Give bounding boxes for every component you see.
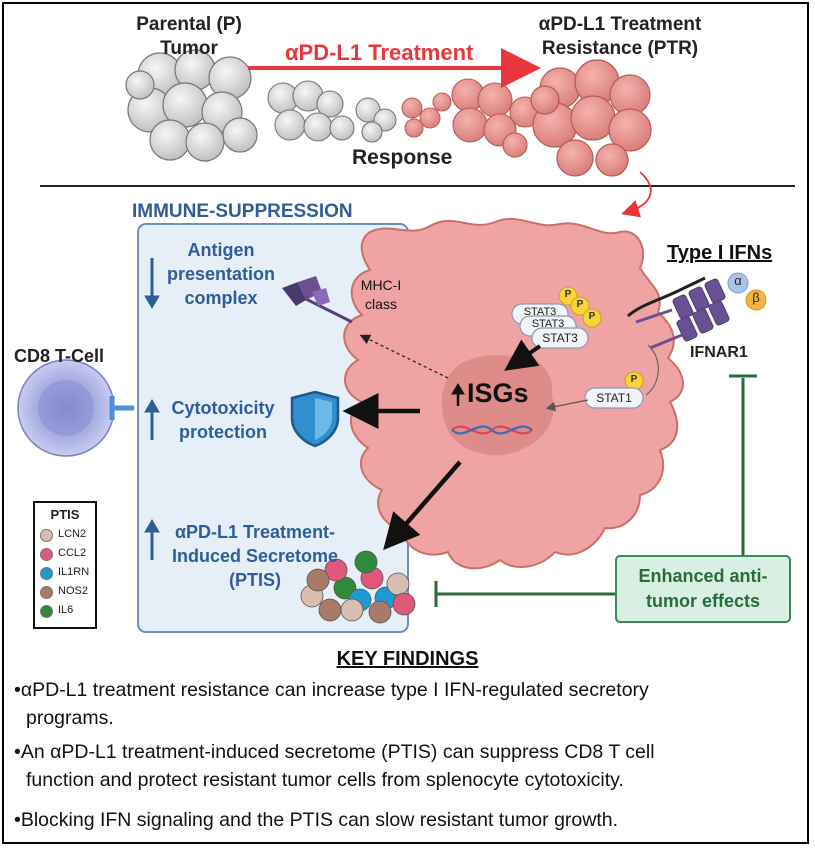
parental-tumor-cluster bbox=[125, 49, 258, 162]
response-label: Response bbox=[352, 146, 453, 169]
secretome-sphere-12 bbox=[354, 550, 378, 574]
cd8-inhibition-marker bbox=[109, 396, 134, 420]
secretome-sphere-11 bbox=[392, 592, 416, 616]
enhanced-effects-inhibition-lines bbox=[434, 374, 757, 607]
secretome-sphere-1 bbox=[318, 598, 342, 622]
secretome-sphere-9 bbox=[368, 600, 392, 624]
shrinking-mixed-cluster bbox=[401, 92, 452, 138]
stat3-label-2: STAT3 bbox=[531, 318, 565, 330]
up-arrow-cytotoxicity-icon bbox=[144, 399, 160, 440]
antigen-line1: Antigen bbox=[187, 240, 255, 260]
antigen-line3: complex bbox=[184, 288, 258, 308]
mhc-i-receptor-icon bbox=[282, 276, 353, 324]
responding-tumor-cluster bbox=[267, 80, 397, 143]
stat3-to-isg-arrow bbox=[504, 339, 542, 371]
isg-to-secretome-arrow bbox=[383, 460, 462, 551]
legend-swatch-ccl2 bbox=[40, 548, 53, 561]
isgs-label: ISGs bbox=[467, 378, 529, 408]
phospho-label-3: P bbox=[588, 311, 596, 322]
ifnar1-label: IFNAR1 bbox=[690, 344, 748, 361]
stat3-complex bbox=[511, 303, 589, 349]
curved-arrow bbox=[621, 171, 652, 218]
finding-2-line1: •An αPD-L1 treatment-induced secretome (… bbox=[14, 741, 655, 763]
antigen-line2: presentation bbox=[166, 264, 276, 284]
legend-label-ccl2: CCL2 bbox=[58, 547, 87, 559]
secretome-sphere-6 bbox=[386, 572, 410, 596]
legend-swatch-lcn2 bbox=[40, 529, 53, 542]
mhc-label-line1: MHC-I bbox=[360, 277, 402, 293]
phospho-label-4: P bbox=[630, 374, 638, 385]
panel-title: IMMUNE-SUPPRESSION bbox=[132, 201, 353, 222]
resistant-tumor-cluster-small bbox=[451, 78, 541, 158]
secretome-spheres bbox=[300, 550, 416, 624]
secretome-line1: αPD-L1 Treatment- bbox=[174, 522, 336, 542]
stat1-pill bbox=[584, 387, 644, 409]
phospho-markers bbox=[558, 286, 644, 391]
parental-label-line2: Tumor bbox=[160, 38, 218, 59]
alpha-label: α bbox=[734, 273, 742, 288]
stat1-label: STAT1 bbox=[596, 391, 632, 405]
ifn-beta-ligand bbox=[745, 289, 767, 311]
legend-label-il6: IL6 bbox=[58, 604, 74, 616]
secretome-line2: Induced Secretome bbox=[171, 546, 339, 566]
isg-to-mhc-dashed-arrow bbox=[359, 334, 449, 379]
cd8-label: CD8 T-Cell bbox=[14, 346, 105, 366]
legend-swatch-il1rn bbox=[40, 567, 53, 580]
type-i-ifns-title: Type I IFNs bbox=[667, 242, 773, 264]
stat1-to-isg-arrow bbox=[545, 399, 589, 412]
finding-3-line1: •Blocking IFN signaling and the PTIS can… bbox=[14, 809, 619, 831]
resistant-tumor-cluster bbox=[530, 59, 652, 177]
phospho-label-2: P bbox=[576, 299, 584, 310]
effects-line1: Enhanced anti- bbox=[638, 566, 768, 586]
phospho-label-1: P bbox=[564, 289, 572, 300]
secretome-sphere-8 bbox=[340, 598, 364, 622]
treatment-arrow-label: αPD-L1 Treatment bbox=[285, 40, 474, 65]
legend-title: PTIS bbox=[50, 507, 80, 522]
secretome-line3: (PTIS) bbox=[229, 570, 281, 590]
resistance-label-line1: αPD-L1 Treatment bbox=[538, 14, 702, 35]
cytotoxicity-line1: Cytotoxicity bbox=[171, 398, 275, 418]
receptor-to-stat1-line bbox=[645, 344, 659, 396]
shield-icon bbox=[290, 390, 340, 448]
stat3-label-3: STAT3 bbox=[542, 331, 578, 345]
ifn-alpha-ligand bbox=[727, 272, 749, 294]
legend-label-nos2: NOS2 bbox=[58, 585, 88, 597]
enhanced-effects-box bbox=[615, 555, 791, 623]
ifnar1-receptor-icon bbox=[626, 276, 730, 350]
cytotoxicity-line2: protection bbox=[179, 422, 267, 442]
stat3-label-1: STAT3 bbox=[523, 306, 557, 318]
secretome-sphere-7 bbox=[324, 558, 348, 582]
resistance-label-line2: Resistance (PTR) bbox=[541, 38, 699, 59]
mhc-label-line2: class bbox=[365, 296, 397, 312]
legend-label-lcn2: LCN2 bbox=[58, 528, 87, 540]
up-arrow-isgs-icon bbox=[451, 383, 465, 406]
legend-swatch-nos2 bbox=[40, 586, 53, 599]
secretome-sphere-2 bbox=[333, 576, 357, 600]
dna-strand-2 bbox=[451, 425, 533, 435]
legend-swatch-il6 bbox=[40, 605, 53, 618]
secretome-sphere-10 bbox=[306, 568, 330, 592]
beta-label: β bbox=[752, 290, 760, 305]
finding-1-line2: programs. bbox=[26, 707, 114, 729]
key-findings-title: KEY FINDINGS bbox=[336, 648, 479, 670]
legend-label-il1rn: IL1RN bbox=[58, 566, 90, 578]
down-arrow-antigen-icon bbox=[144, 258, 160, 309]
up-arrow-secretome-icon bbox=[144, 519, 160, 560]
parental-label-line1: Parental (P) bbox=[136, 14, 242, 35]
finding-1-line1: •αPD-L1 treatment resistance can increas… bbox=[14, 679, 649, 701]
finding-2-line2: function and protect resistant tumor cel… bbox=[26, 769, 624, 791]
effects-line2: tumor effects bbox=[645, 591, 761, 611]
